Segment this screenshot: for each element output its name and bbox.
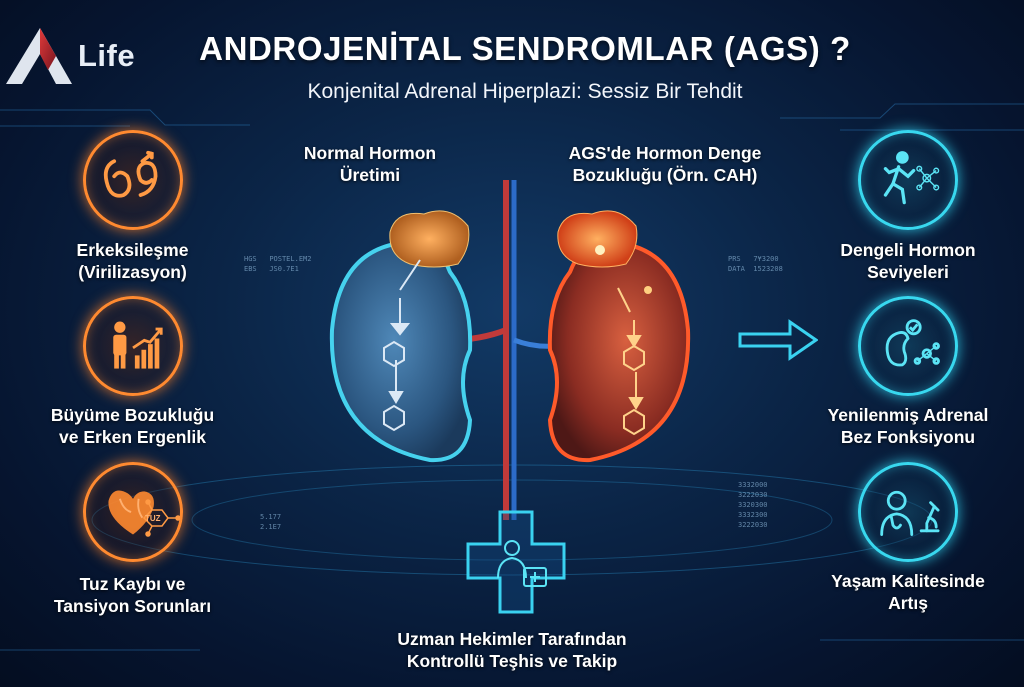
salt-molecule-icon: TUZ	[130, 498, 181, 538]
normal-production-label: Normal Hormon Üretimi	[303, 143, 437, 185]
right-item-1-label: Dengeli Hormon Seviyeleri	[840, 240, 976, 282]
arrow-right-icon	[738, 319, 818, 361]
running-person-icon	[858, 130, 958, 230]
virilization-symbols-icon	[83, 130, 183, 230]
hud-left-bottom: 5.177 2.1E7	[260, 513, 282, 531]
diagnosis-followup-label: Uzman Hekimler Tarafından Kontrollü Teşh…	[397, 629, 627, 671]
growth-chart-icon	[83, 296, 183, 396]
hud-right-top: PRS 7¥3200 DATA 1523208	[728, 255, 783, 273]
medical-cross-doctor-icon	[466, 510, 566, 614]
brand-logo: Life	[4, 26, 154, 86]
left-item-1-label: Erkeksileşme (Virilizasyon)	[76, 240, 189, 282]
right-item-2-label: Yenilenmiş Adrenal Bez Fonksiyonu	[827, 405, 989, 447]
logo-mark-icon	[6, 28, 72, 84]
page-subtitle: Konjenital Adrenal Hiperplazi: Sessiz Bi…	[307, 80, 743, 103]
page-title: ANDROJENİTAL SENDROMLAR (AGS) ?	[199, 30, 851, 67]
ags-imbalance-label: AGS'de Hormon Denge Bozukluğu (Örn. CAH)	[568, 143, 762, 185]
kidney-comparison-illustration	[329, 180, 691, 520]
svg-text:TUZ: TUZ	[145, 514, 161, 523]
brand-name: Life	[78, 38, 136, 73]
hud-right-bottom: 3332000 3222030 3320300 3332300 3222030	[738, 481, 768, 529]
doctor-microscope-icon	[858, 462, 958, 562]
left-item-2-label: Büyüme Bozukluğu ve Erken Ergenlik	[50, 405, 215, 447]
adrenal-check-icon	[858, 296, 958, 396]
right-item-3-label: Yaşam Kalitesinde Artış	[831, 571, 985, 613]
left-item-3-label: Tuz Kaybı ve Tansiyon Sorunları	[53, 574, 212, 616]
heart-salt-icon	[83, 462, 183, 562]
hud-left-top: HGS POSTEL.EM2 EBS JS0.7E1	[244, 255, 312, 273]
